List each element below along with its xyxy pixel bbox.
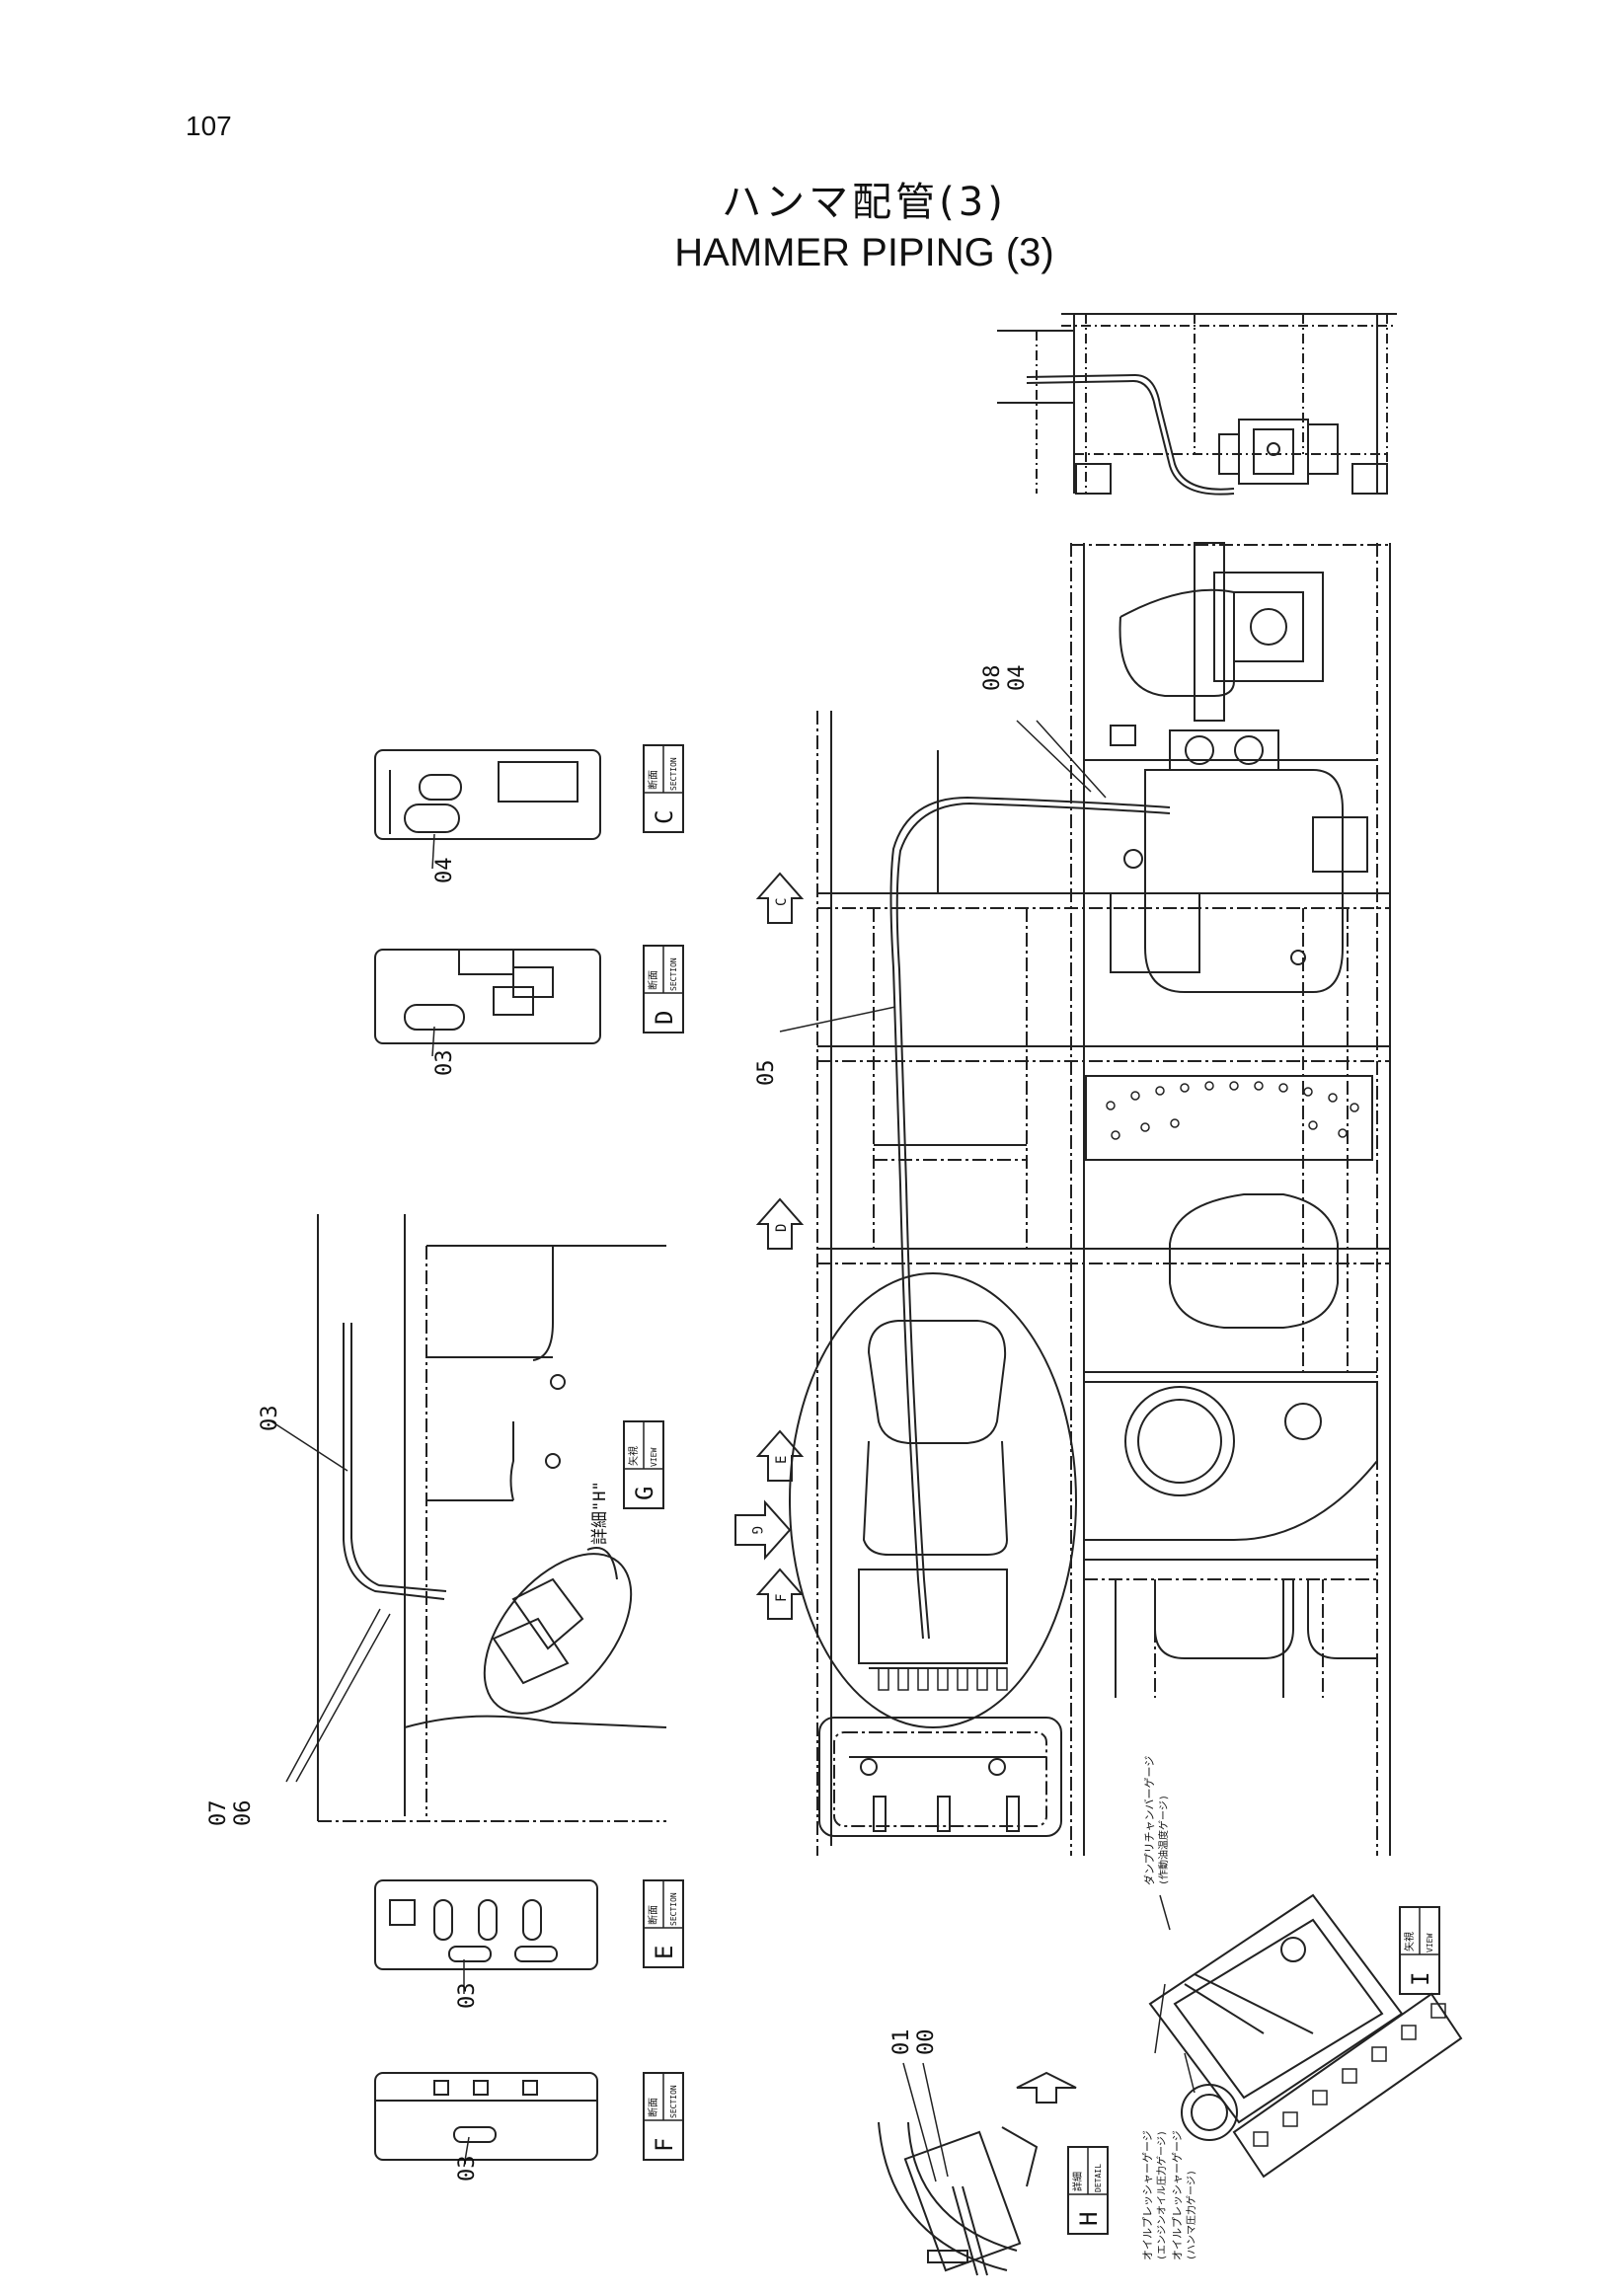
svg-text:C: C (651, 810, 678, 824)
svg-text:D: D (651, 1011, 678, 1025)
label-view-g: 矢視 VIEW G (623, 1420, 664, 1509)
label-section-e: 断面 SECTION E (643, 1879, 684, 1968)
svg-text:G: G (748, 1526, 764, 1534)
label-view-i: 矢視 VIEW I (1399, 1906, 1440, 1995)
note-gauge-2: オイルプレッシャーゲージ (1171, 2130, 1184, 2260)
svg-text:SECTION: SECTION (669, 1892, 678, 1926)
callout-05: 05 (754, 1060, 779, 1087)
section-f-drawing (374, 2072, 598, 2161)
page-title-japanese: ハンマ配管(3) (722, 180, 1007, 225)
page-title-english: HAMMER PIPING (3) (674, 231, 1054, 274)
hose-05-route-parallel (895, 802, 1171, 1640)
svg-text:I: I (1407, 1972, 1434, 1986)
page-number: 107 (186, 111, 232, 141)
callout-00: 00 (914, 2029, 939, 2056)
svg-text:VIEW: VIEW (1426, 1934, 1434, 1952)
callout-03-view-g: 03 (258, 1406, 282, 1432)
section-d-drawing (374, 949, 601, 1044)
svg-text:H: H (1075, 2212, 1103, 2226)
note-detail-h: 詳細"H" (590, 1481, 610, 1545)
label-section-f: 断面 SECTION F (643, 2072, 684, 2161)
svg-text:SECTION: SECTION (669, 957, 678, 991)
arrow-marker-c: C (755, 872, 805, 924)
note-damper: ダンプリチャンバーゲージ (1142, 1756, 1156, 1885)
svg-text:F: F (651, 2138, 678, 2152)
svg-text:断面: 断面 (647, 2098, 659, 2117)
note-damper-sub: (作動油温度ゲージ) (1157, 1795, 1170, 1885)
callout-04-section-c: 04 (432, 858, 457, 884)
callout-04-main: 04 (1005, 665, 1030, 692)
svg-text:断面: 断面 (647, 970, 659, 990)
svg-text:断面: 断面 (647, 770, 659, 790)
svg-text:詳細: 詳細 (1071, 2172, 1084, 2191)
section-e-drawing (374, 1879, 598, 1970)
detail-h-drawing (878, 2071, 1077, 2276)
label-section-d: 断面 SECTION D (643, 945, 684, 1033)
svg-text:F: F (774, 1594, 790, 1602)
section-c-drawing (374, 749, 601, 840)
svg-text:矢視: 矢視 (627, 1446, 640, 1466)
svg-text:DETAIL: DETAIL (1094, 2164, 1103, 2192)
svg-text:G: G (631, 1487, 658, 1500)
main-frame-plan (789, 542, 1391, 1856)
callout-08: 08 (980, 665, 1005, 692)
svg-text:E: E (651, 1946, 678, 1959)
note-leader-lines (1154, 1894, 1196, 2094)
callout-01: 01 (889, 2029, 914, 2056)
callout-06: 06 (231, 1800, 256, 1827)
arrow-marker-d: D (755, 1197, 805, 1250)
callout-03-section-d: 03 (432, 1050, 457, 1077)
note-gauge-1-sub: (エンジンオイル圧力ゲージ) (1155, 2130, 1168, 2260)
note-gauge-1: オイルプレッシャーゲージ (1141, 2130, 1154, 2260)
top-view-assembly (997, 313, 1397, 496)
svg-text:C: C (774, 898, 790, 906)
view-i-drawing (1148, 1893, 1463, 2179)
callout-03-section-f: 03 (455, 2156, 480, 2182)
arrow-marker-f: F (755, 1568, 805, 1620)
svg-text:E: E (774, 1456, 790, 1464)
svg-text:D: D (774, 1224, 790, 1232)
callout-03-section-e: 03 (455, 1983, 480, 2010)
callout-07: 07 (206, 1800, 231, 1827)
svg-text:断面: 断面 (647, 1905, 659, 1925)
label-section-c: 断面 SECTION C (643, 744, 684, 833)
note-gauge-2-sub: (ハンマ圧力ゲージ) (1185, 2170, 1197, 2260)
label-detail-h: 詳細 DETAIL H (1067, 2146, 1109, 2235)
leader-lines (270, 720, 1107, 2182)
view-g-drawing (317, 1214, 667, 1822)
svg-text:SECTION: SECTION (669, 2085, 678, 2118)
arrow-marker-g: G (734, 1499, 792, 1561)
svg-text:矢視: 矢視 (1403, 1932, 1416, 1952)
arrow-marker-e: E (755, 1429, 805, 1482)
hose-05-route (889, 796, 1171, 1640)
svg-text:SECTION: SECTION (669, 757, 678, 791)
svg-text:VIEW: VIEW (650, 1448, 658, 1467)
